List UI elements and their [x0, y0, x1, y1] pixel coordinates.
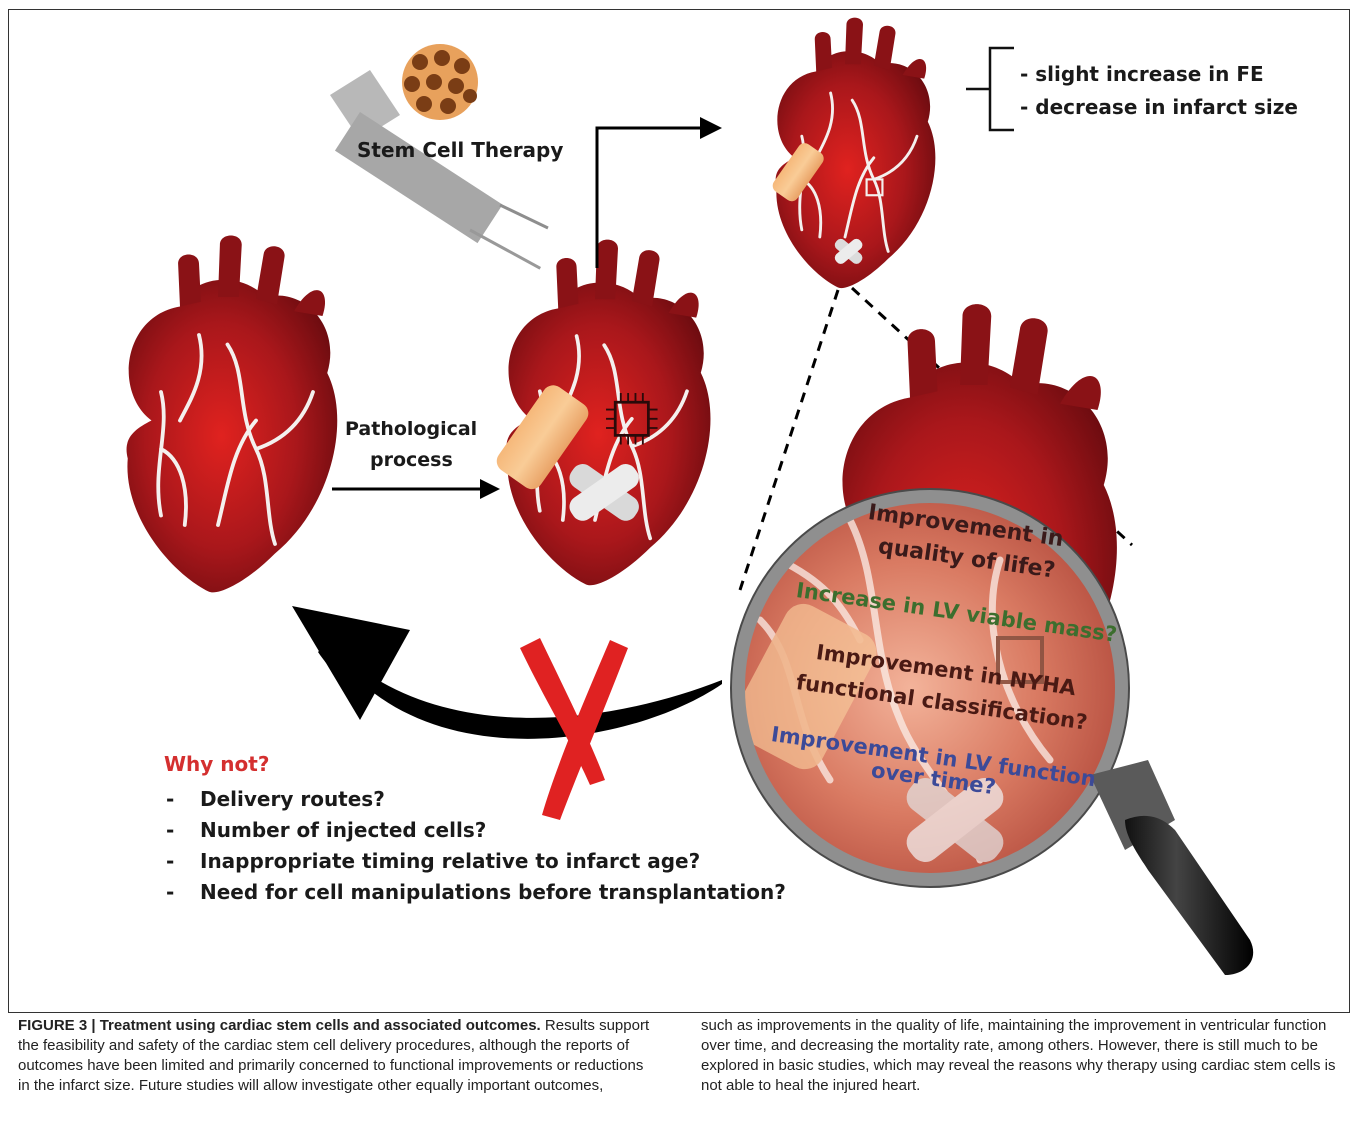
stem-cell-therapy-label: Stem Cell Therapy: [357, 138, 563, 162]
why-not-heading: Why not?: [164, 752, 269, 776]
caption-title: FIGURE 3 | Treatment using cardiac stem …: [18, 1017, 541, 1034]
treated-heart-illustration: [770, 18, 935, 289]
caption-text: such as improvements in the quality of l…: [701, 1016, 1341, 1096]
outcome-bracket: [966, 48, 1014, 130]
pathological-label-line: Pathological: [345, 418, 477, 440]
why-not-bullet: -: [166, 787, 174, 811]
healthy-heart-illustration: [127, 235, 338, 592]
outcome-note: - slight increase in FE: [1020, 62, 1264, 86]
return-arrow: [292, 606, 722, 739]
why-not-bullet: -: [166, 849, 174, 873]
stem-cell-cluster-icon: [402, 44, 478, 120]
why-not-item: Number of injected cells?: [200, 818, 486, 842]
why-not-bullet: -: [166, 880, 174, 904]
why-not-bullet: -: [166, 818, 174, 842]
caption-column-left: FIGURE 3 | Treatment using cardiac stem …: [18, 1016, 658, 1096]
pathological-label-line: process: [370, 449, 453, 471]
why-not-item: Delivery routes?: [200, 787, 385, 811]
why-not-item: Need for cell manipulations before trans…: [200, 880, 786, 904]
why-not-item: Inappropriate timing relative to infarct…: [200, 849, 700, 873]
pathological-process-arrow: [332, 479, 500, 499]
caption-column-right: such as improvements in the quality of l…: [701, 1016, 1341, 1096]
injured-heart-illustration: [492, 240, 710, 586]
outcome-note: - decrease in infarct size: [1020, 95, 1298, 119]
